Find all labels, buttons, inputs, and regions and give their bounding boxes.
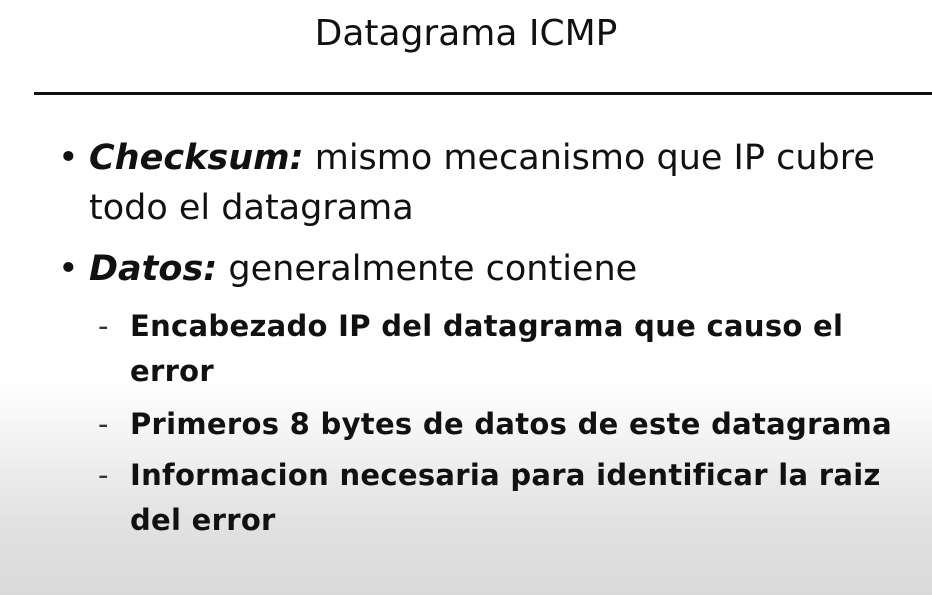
bullet-marker: • xyxy=(58,138,79,178)
bullet-line: Checksum: mismo mecanismo que IP cubre xyxy=(89,133,931,183)
slide-title: Datagrama ICMP xyxy=(314,13,618,54)
sub-bullet-line: Encabezado IP del datagrama que causo el xyxy=(130,309,844,343)
sub-bullet-marker: - xyxy=(98,458,109,492)
bullet-term: Datos: xyxy=(89,249,218,289)
bullet-term: Checksum: xyxy=(89,138,304,178)
bullet-description: generalmente contiene xyxy=(217,249,638,289)
sub-bullet-line: Informacion necesaria para identificar l… xyxy=(130,458,881,492)
sub-bullet-line: Primeros 8 bytes de datos de este datagr… xyxy=(130,407,892,441)
bullet-description: mismo mecanismo que IP cubre xyxy=(303,138,875,178)
title-divider xyxy=(34,92,932,95)
bullet-marker: • xyxy=(58,249,79,289)
sub-bullet-marker: - xyxy=(98,309,109,343)
sub-bullet-continuation: del error xyxy=(130,503,276,537)
bullet-continuation: todo el datagrama xyxy=(89,188,414,228)
bullet-line: Datos: generalmente contiene xyxy=(89,244,931,294)
sub-bullet-marker: - xyxy=(98,407,109,441)
sub-bullet-continuation: error xyxy=(130,354,214,388)
